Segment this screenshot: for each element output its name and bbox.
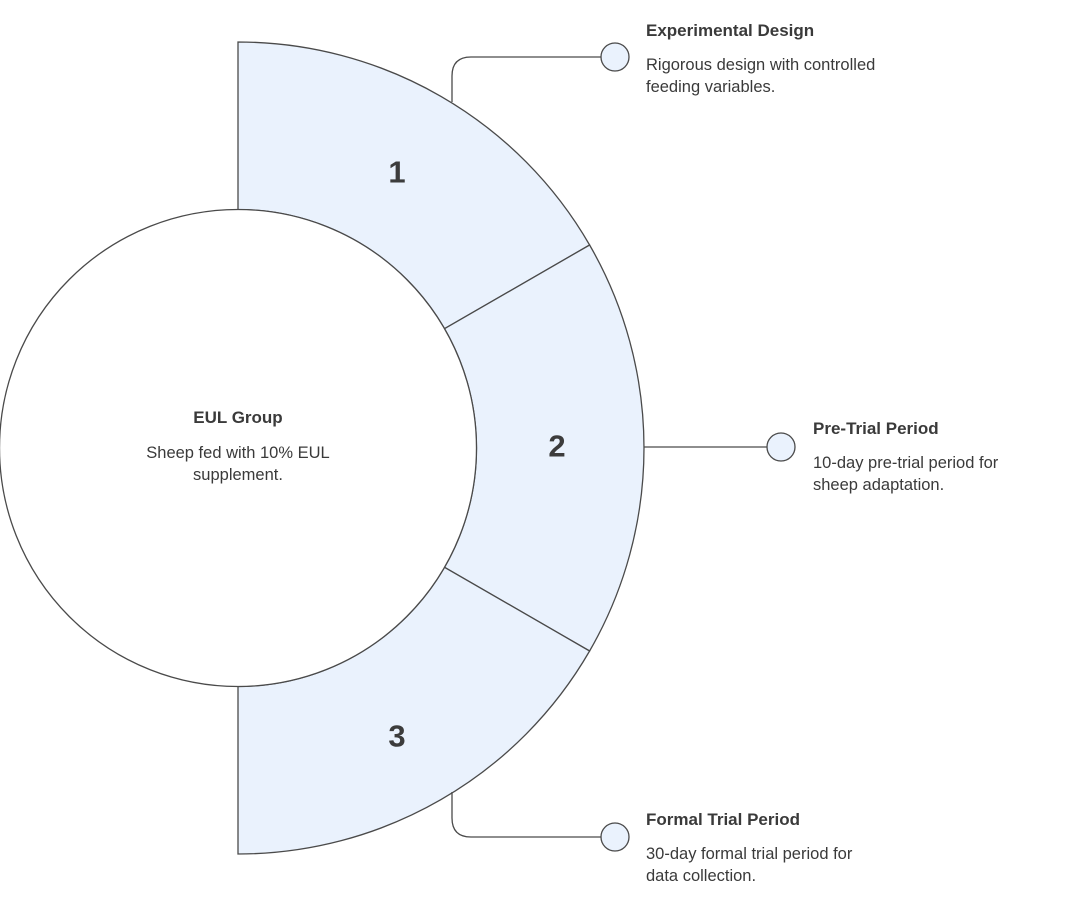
segment-number-3: 3: [388, 719, 405, 754]
connector-dot-1: [600, 42, 630, 72]
step-title-2: Pre-Trial Period: [813, 419, 939, 438]
step-description-1: Rigorous design with controlled feeding …: [646, 56, 876, 96]
connector-dot-2: [766, 432, 796, 462]
step-label-3: Formal Trial Period 30-day formal trial …: [646, 809, 946, 887]
step-title-1: Experimental Design: [646, 21, 815, 40]
step-title-3: Formal Trial Period: [646, 810, 800, 829]
center-description: Sheep fed with 10% EUL supplement.: [146, 444, 330, 484]
step-label-2: Pre-Trial Period 10-day pre-trial period…: [813, 418, 1073, 496]
step-description-3: 30-day formal trial period for data coll…: [646, 845, 853, 885]
center-label: EUL Group Sheep fed with 10% EUL supplem…: [116, 407, 360, 486]
step-description-2: 10-day pre-trial period for sheep adapta…: [813, 454, 999, 494]
step-label-1: Experimental Design Rigorous design with…: [646, 20, 946, 98]
connector-1: [451, 56, 601, 102]
connector-dot-3: [600, 822, 630, 852]
segment-number-2: 2: [548, 429, 565, 464]
center-hub: [0, 208, 478, 688]
center-title: EUL Group: [193, 408, 283, 427]
segment-number-1: 1: [388, 155, 405, 190]
connector-3: [451, 792, 601, 838]
